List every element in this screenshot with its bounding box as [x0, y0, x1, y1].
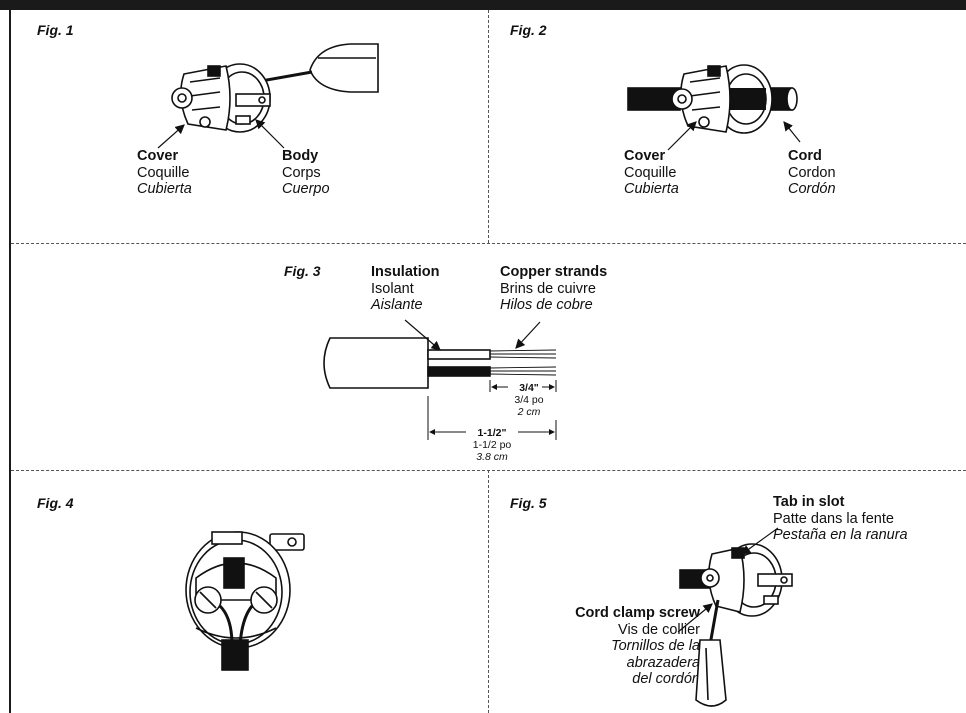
left-rule: [9, 10, 11, 713]
divider-col-bottom: [488, 470, 489, 713]
fig5-title: Fig. 5: [510, 495, 547, 511]
fig3-copper-label: Copper strands Brins de cuivre Hilos de …: [500, 264, 608, 313]
fig3-dim-long-label: 1-1/2" 1-1/2 po 3.8 cm: [472, 427, 512, 463]
fig3-title: Fig. 3: [284, 263, 321, 279]
fig5-plug-illustration: [679, 543, 793, 707]
fig2-plug-illustration: [627, 64, 798, 134]
fig5-screw-arrow: [677, 603, 713, 633]
fig4-title: Fig. 4: [37, 495, 74, 511]
fig2-title: Fig. 2: [510, 22, 547, 38]
fig1-body-arrow: [255, 119, 285, 149]
fig5-tab-label: Tab in slot Patte dans la fente Pestaña …: [773, 494, 908, 543]
fig2-cover-arrow: [667, 121, 697, 151]
fig1-cover-arrow: [157, 124, 185, 149]
fig3-copper-arrow: [515, 321, 541, 349]
fig2-cord-label: Cord Cordon Cordón: [788, 148, 836, 197]
fig3-dim-short-label: 3/4" 3/4 po 2 cm: [514, 382, 544, 418]
fig1-title: Fig. 1: [37, 22, 74, 38]
fig5-tab-arrow: [741, 527, 779, 555]
fig3-dimension-lines: [427, 380, 557, 440]
fig2-cover-label: Cover Coquille Cubierta: [624, 148, 679, 197]
top-bar: [0, 0, 966, 10]
fig3-insulation-arrow: [404, 319, 441, 351]
fig2-cord-arrow: [783, 121, 801, 143]
fig5-screw-label: Cord clamp screw Vis de collier Tornillo…: [575, 605, 700, 687]
fig1-plug-illustration: [171, 43, 379, 133]
fig3-cord-illustration: [323, 337, 557, 389]
fig1-cover-label: Cover Coquille Cubierta: [137, 148, 192, 197]
divider-col-top: [488, 10, 489, 243]
divider-row-1: [11, 243, 966, 244]
fig4-plug-illustration: [185, 531, 305, 671]
fig1-body-label: Body Corps Cuerpo: [282, 148, 330, 197]
fig3-insulation-label: Insulation Isolant Aislante: [371, 264, 440, 313]
